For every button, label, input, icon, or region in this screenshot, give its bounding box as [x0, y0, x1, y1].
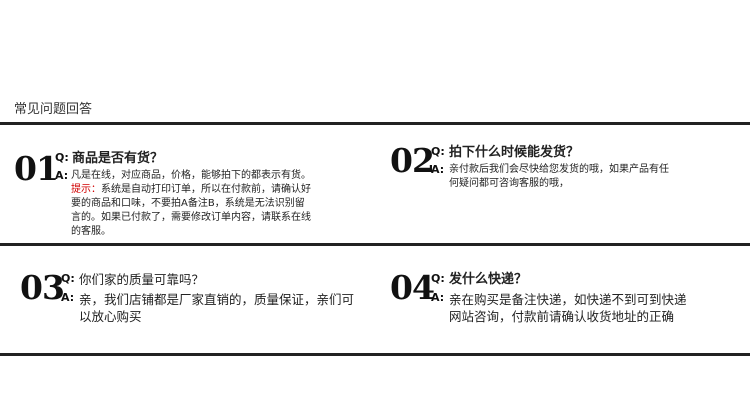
divider-bottom — [0, 353, 750, 356]
a-marker: A: — [431, 163, 445, 176]
answer-text: 亲，我们店铺都是厂家直销的，质量保证，亲们可 以放心购买 — [79, 291, 384, 325]
answer-line: 的客服。 — [71, 226, 111, 237]
answer-line: 网站咨询，付款前请确认收货地址的正确 — [449, 309, 675, 324]
divider-middle — [0, 243, 750, 246]
answer-text: 凡是在线，对应商品，价格，能够拍下的都表示有货。 提示：系统是自动打印订单，所以… — [71, 169, 351, 239]
tip-label: 提示： — [71, 184, 101, 195]
a-marker: A: — [61, 291, 75, 304]
answer-line: 亲付款后我们会尽快给您发货的哦，如果产品有任 — [449, 164, 669, 175]
answer-line: 亲在购买是备注快递，如快递不到可到快递 — [449, 292, 687, 307]
answer-line: 提示：系统是自动打印订单，所以在付款前，请确认好 — [71, 184, 311, 195]
item-number: 03 — [20, 268, 65, 307]
answer-text: 亲在购买是备注快递，如快递不到可到快递 网站咨询，付款前请确认收货地址的正确 — [449, 291, 739, 325]
a-marker: A: — [431, 291, 445, 304]
question-text: 发什么快递？ — [449, 272, 528, 287]
answer-line: 何疑问都可咨询客服的哦， — [449, 178, 569, 189]
answer-line: 要的商品和口味，不要拍A备注B，系统是无法识别留 — [71, 198, 305, 209]
q-marker: Q: — [431, 272, 445, 285]
answer-line: 亲，我们店铺都是厂家直销的，质量保证，亲们可 — [79, 292, 355, 307]
item-number: 02 — [390, 141, 435, 180]
q-marker: Q: — [55, 151, 69, 164]
q-marker: Q: — [61, 272, 75, 285]
divider-top — [0, 122, 750, 125]
question-text: 你们家的质量可靠吗？ — [79, 272, 205, 287]
a-marker: A: — [55, 169, 69, 182]
item-number: 04 — [390, 268, 435, 307]
answer-text: 亲付款后我们会尽快给您发货的哦，如果产品有任 何疑问都可咨询客服的哦， — [449, 163, 739, 191]
item-number: 01 — [14, 149, 59, 188]
question-text: 商品是否有货？ — [72, 151, 164, 166]
answer-line: 以放心购买 — [79, 309, 142, 324]
q-marker: Q: — [431, 145, 445, 158]
question-text: 拍下什么时候能发货？ — [449, 145, 580, 160]
section-title: 常见问题回答 — [14, 102, 93, 117]
answer-line: 凡是在线，对应商品，价格，能够拍下的都表示有货。 — [71, 170, 311, 181]
answer-line: 言的。如果已付款了，需要修改订单内容，请联系在线 — [71, 212, 311, 223]
